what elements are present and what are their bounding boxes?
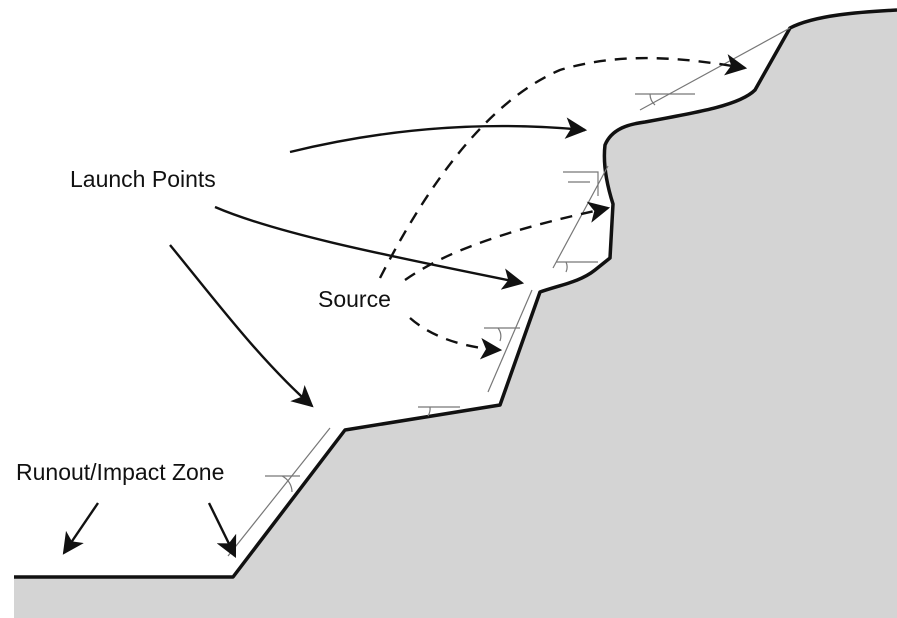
angle-mark-bench	[418, 406, 460, 417]
angle-mark-face	[563, 171, 599, 196]
source-path-to-face	[404, 201, 611, 281]
source-label-bg	[314, 285, 410, 315]
angle-mark-crest	[635, 93, 695, 106]
impact-plane-crest	[639, 27, 791, 111]
angle-mark-lower	[265, 475, 300, 493]
runout-arrows	[62, 502, 237, 558]
launch-points-label: Launch Points	[70, 166, 216, 192]
impact-plane-lines	[227, 27, 791, 557]
slope-profile-line	[14, 8, 897, 579]
runout-arrow-left	[62, 502, 99, 555]
source-paths	[378, 54, 748, 360]
slope-ground	[14, 10, 897, 618]
angle-marks	[265, 93, 695, 493]
source-path-to-middle	[409, 317, 503, 360]
source-label: Source	[318, 286, 391, 312]
impact-plane-upper-face	[552, 165, 609, 269]
launch-point-arrows	[169, 117, 588, 408]
impact-plane-lower-slope	[227, 427, 331, 557]
launch-arrow-lower-slope	[169, 244, 314, 408]
angle-mark-upper	[556, 261, 598, 273]
runout-zone-label: Runout/Impact Zone	[16, 459, 224, 485]
launch-arrow-crest	[289, 117, 588, 154]
launch-arrow-bench	[214, 205, 525, 290]
impact-plane-middle-face	[487, 289, 533, 393]
runout-arrow-right	[207, 502, 237, 558]
source-path-to-crest	[378, 54, 748, 279]
